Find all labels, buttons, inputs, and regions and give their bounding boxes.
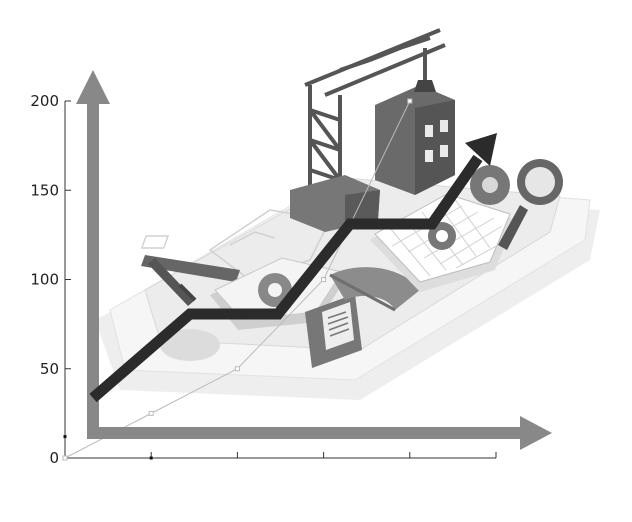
y-axis-ticks: 0 50 100 150 200 xyxy=(30,92,71,467)
data-point xyxy=(321,277,327,282)
magnifier-icon xyxy=(498,159,563,250)
y-tick-label: 50 xyxy=(40,360,59,378)
y-tick-label: 200 xyxy=(30,92,59,110)
building-icon xyxy=(375,85,455,195)
document-icon xyxy=(305,294,362,368)
bottom-marker xyxy=(149,456,153,460)
y-tick-label: 0 xyxy=(49,449,59,467)
data-point xyxy=(234,366,240,372)
x-axis-ticks xyxy=(64,452,497,458)
bottom-marker xyxy=(63,435,67,439)
y-tick-label: 100 xyxy=(30,271,59,289)
protractor-icon xyxy=(329,267,420,312)
crane-icon xyxy=(304,28,446,210)
trend-arrow-icon xyxy=(89,133,497,403)
decorative-axes-icon xyxy=(76,70,552,450)
gear-icon xyxy=(470,165,510,205)
data-point xyxy=(148,410,154,416)
grid-paper-icon xyxy=(370,193,515,292)
y-tick-label: 150 xyxy=(30,181,59,199)
construction-illustration xyxy=(95,28,600,400)
bottom-markers xyxy=(63,435,153,460)
tools-icon xyxy=(141,255,240,306)
data-point xyxy=(407,98,413,104)
data-point xyxy=(62,455,68,461)
